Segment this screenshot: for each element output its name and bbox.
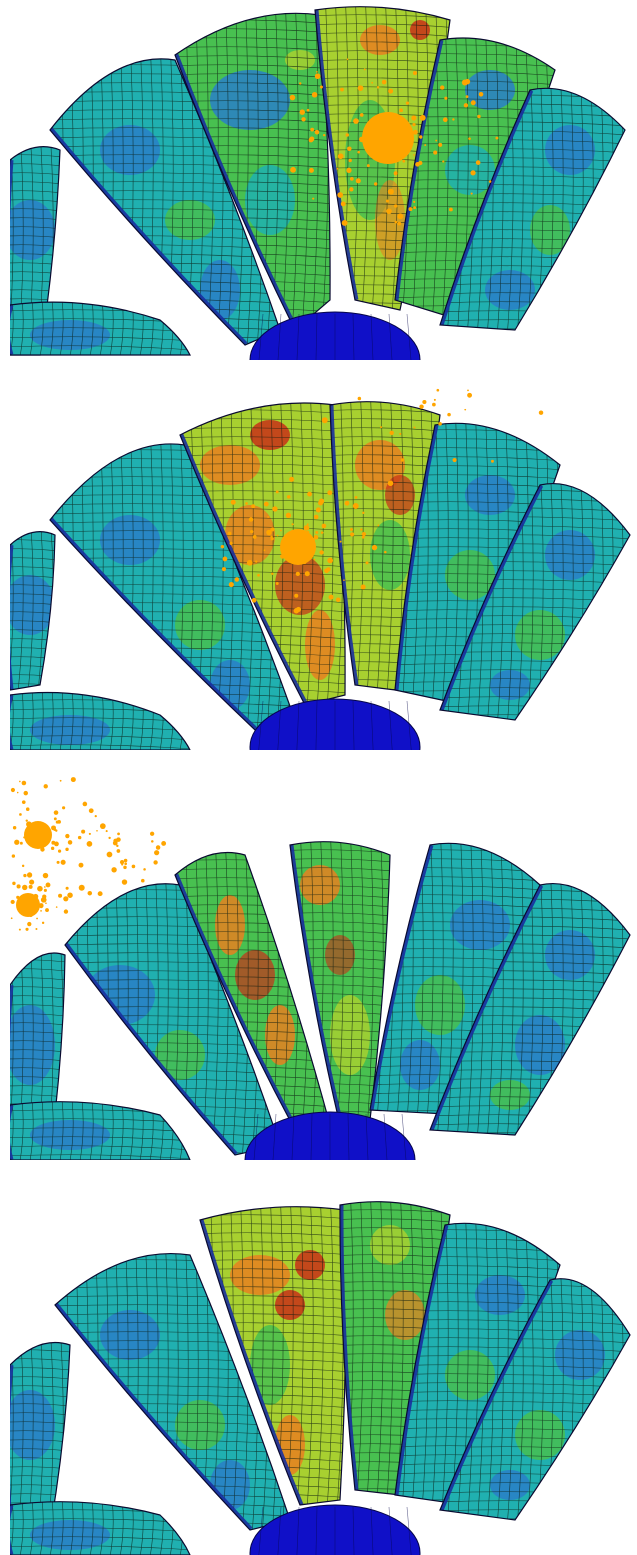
- fan-blade: [10, 1101, 191, 1160]
- stress-patch: [250, 1325, 290, 1405]
- stress-patch: [10, 1005, 55, 1085]
- stress-patch: [530, 205, 570, 255]
- stress-patch: [360, 25, 400, 55]
- mesh-grid: [339, 1201, 450, 1496]
- simulation-frame-2: [10, 385, 632, 750]
- stress-patch: [370, 520, 410, 590]
- fan-blade-render-3: [10, 777, 631, 1160]
- stress-patch: [295, 1250, 325, 1280]
- fan-blade: [10, 691, 191, 750]
- stress-patch: [330, 995, 370, 1075]
- stress-patch: [200, 260, 240, 320]
- debris-spray: [321, 388, 544, 487]
- stress-patch: [445, 145, 495, 195]
- stress-patch: [325, 935, 355, 975]
- stress-patch: [245, 165, 295, 235]
- stress-patch: [225, 505, 275, 565]
- stress-patch: [10, 575, 55, 635]
- debris-spray: [87, 829, 167, 897]
- stress-patch: [100, 1310, 160, 1360]
- fan-blade-render-1: [10, 6, 626, 360]
- stress-patch: [215, 895, 245, 955]
- fan-blade: [10, 146, 61, 356]
- stress-patch: [230, 1255, 290, 1295]
- stress-patch: [360, 1365, 400, 1445]
- stress-patch: [30, 1520, 110, 1550]
- fan-blade: [179, 402, 346, 706]
- fan-blade-render-2: [10, 388, 631, 750]
- stress-patch: [30, 715, 110, 745]
- fan-blade: [10, 531, 56, 691]
- stress-patch: [275, 1290, 305, 1320]
- stress-patch: [30, 1120, 110, 1150]
- mesh-grid: [10, 302, 190, 355]
- fan-blade-render-4: [10, 1201, 631, 1555]
- simulation-frame-4: [10, 1185, 632, 1555]
- debris-splash: [220, 476, 387, 614]
- stress-patch: [200, 445, 260, 485]
- stress-patch: [30, 320, 110, 350]
- stress-patch: [300, 865, 340, 905]
- mesh-grid: [10, 1101, 190, 1160]
- stress-patch: [100, 125, 160, 175]
- stress-patch: [555, 1330, 605, 1380]
- stress-patch: [210, 70, 290, 130]
- stress-patch: [370, 1225, 410, 1265]
- fan-blade: [329, 401, 441, 691]
- stress-patch: [235, 950, 275, 1000]
- debris-cloud: [10, 872, 69, 931]
- stress-patch: [10, 1390, 55, 1460]
- debris-splash: [289, 58, 499, 226]
- stress-patch: [385, 1290, 425, 1340]
- debris-cloud: [10, 777, 121, 903]
- stress-patch: [450, 900, 510, 950]
- stress-patch: [545, 930, 595, 980]
- simulation-frame-1: [10, 0, 632, 360]
- fan-blade: [10, 1341, 71, 1536]
- stress-patch: [415, 975, 465, 1035]
- mesh-grid: [290, 841, 390, 1126]
- fan-blade: [339, 1201, 451, 1496]
- stress-patch: [250, 420, 290, 450]
- fan-blade: [289, 841, 391, 1126]
- fan-blade: [10, 1501, 191, 1555]
- fan-blade: [10, 301, 191, 356]
- fan-blade: [199, 1206, 347, 1506]
- stress-patch: [420, 220, 460, 280]
- stress-patch: [545, 530, 595, 580]
- simulation-frame-3: [10, 775, 632, 1160]
